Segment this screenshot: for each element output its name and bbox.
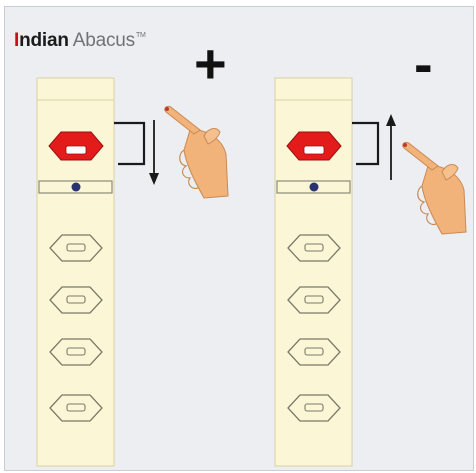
lower-bead-subtract-1 (287, 234, 341, 262)
lower-bead-subtract-4 (287, 394, 341, 422)
upper-bead-add (48, 131, 104, 161)
lower-bead-subtract-3 (287, 338, 341, 366)
down-arrow-icon (114, 120, 159, 185)
divider-bar-add (38, 180, 113, 194)
trademark-mark: TM (135, 32, 146, 39)
divider-dot-add (71, 182, 81, 192)
abacus-rod-add (36, 77, 115, 467)
brand-initial: I (14, 30, 20, 51)
pointing-hand-icon (164, 105, 229, 199)
upper-bead-subtract (286, 131, 342, 161)
brand-word-abacus: Abacus (72, 30, 135, 51)
lower-bead-add-2 (49, 286, 103, 314)
pointing-hand-icon (402, 141, 467, 235)
subtract-symbol: - (414, 32, 433, 95)
lower-bead-add-1 (49, 234, 103, 262)
add-symbol: + (194, 32, 227, 95)
brand-logo: Indian AbacusTM (14, 30, 146, 52)
abacus-rod-subtract (274, 77, 353, 467)
divider-dot-subtract (309, 182, 319, 192)
lower-bead-subtract-2 (287, 286, 341, 314)
lower-bead-add-3 (49, 338, 103, 366)
divider-bar-subtract (276, 180, 351, 194)
up-arrow-icon (352, 114, 396, 180)
brand-word-indian: ndian (19, 30, 69, 51)
lower-bead-add-4 (49, 394, 103, 422)
